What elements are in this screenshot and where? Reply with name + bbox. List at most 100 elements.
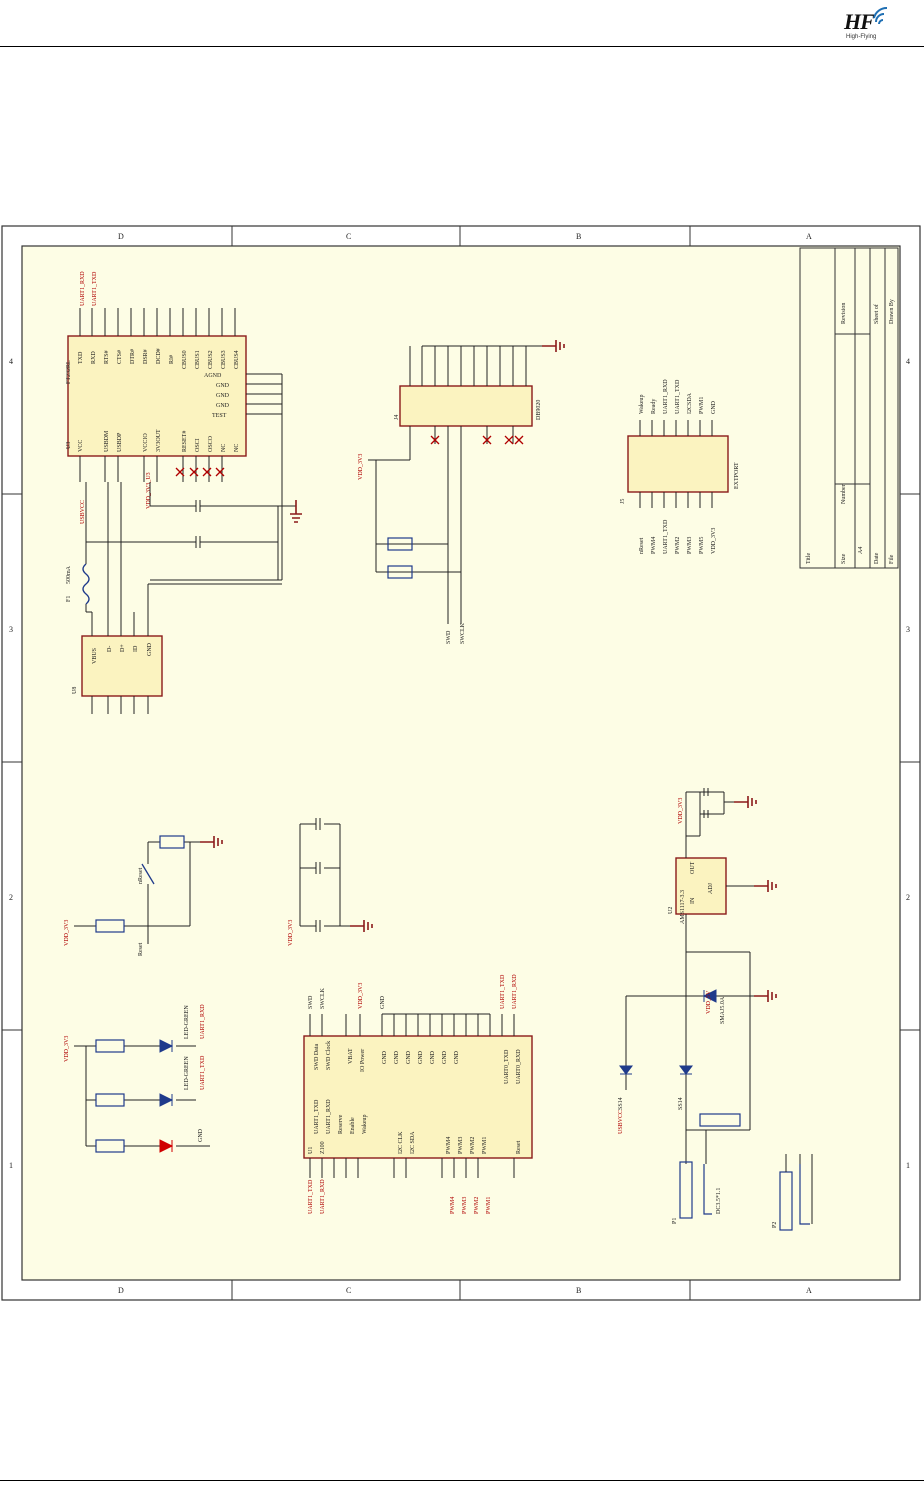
reset-circuit: VDD_3V3 Reset nReset <box>64 835 223 956</box>
connector-p1 <box>679 1161 693 1219</box>
led-green-icon <box>159 1039 174 1053</box>
led-vdd-3v3: VDD_3V3 <box>64 1036 70 1062</box>
u8-pin-id: ID <box>133 645 139 652</box>
drawn-by-label: Drawn By <box>889 299 895 324</box>
u3-pin-usbdm: USBDM <box>104 430 110 452</box>
resistor-r10 <box>95 1039 125 1053</box>
led-red-icon <box>159 1139 174 1153</box>
diode-d5-icon <box>679 1065 693 1075</box>
u8-ref: U8 <box>72 687 78 694</box>
u1-net-txd: UART1_TXD <box>500 974 506 1009</box>
u3-pin-agnd: AGND <box>204 373 222 379</box>
u1-pin-reset: Reset <box>516 1140 522 1154</box>
u1-pin-swd-clock: SWD Clock <box>326 1041 332 1070</box>
u1-pin-swd-data: SWD Data <box>314 1044 320 1070</box>
u2-pin-adj: ADJ <box>708 882 714 894</box>
fuse-icon <box>82 563 90 605</box>
u8-usb: U8 VBUS D- D+ ID GND F1 500mA <box>66 482 282 714</box>
zone-side-4: 4 <box>9 357 13 366</box>
u3-pin-vccio: VCCIO <box>143 433 149 452</box>
resistor-r7 <box>159 835 185 849</box>
power-section: U2 AMS1117-3.3 IN OUT ADJ SS14 SS14 SMAJ… <box>618 788 813 1231</box>
zone-side-4-r: 4 <box>906 357 910 366</box>
u1-net-swd: SWD <box>308 995 314 1009</box>
zone-side-3: 3 <box>9 625 13 634</box>
p2-label: P2 <box>772 1222 778 1228</box>
nreset-net: nReset <box>138 867 144 884</box>
title-label: Title <box>806 553 812 564</box>
j5-name: EXTPORT <box>734 462 740 489</box>
u1-pin-i2c-clk: I2C CLK <box>398 1131 404 1154</box>
u3-pin-dcd: DCD# <box>156 348 162 364</box>
j5-pin-pwm5: PWM5 <box>699 537 705 554</box>
u1-bot-pwm4: PWM4 <box>450 1197 456 1214</box>
u3-pin-cbus4: CBUS4 <box>234 350 240 369</box>
zone-top-b: B <box>576 232 581 241</box>
u3-pin-dsr: DSR# <box>143 349 149 364</box>
u1-pin-pwm2: PWM2 <box>470 1137 476 1154</box>
u3-pin-gnd1: GND <box>216 383 230 389</box>
resistor-r8 <box>95 919 125 933</box>
led1-net: UART1_RXD <box>200 1004 206 1039</box>
j4-ref: J4 <box>394 415 400 420</box>
u3-pin-reset: RESET# <box>182 431 188 452</box>
u1-bot-pwm1: PWM1 <box>486 1197 492 1214</box>
ground-icon <box>542 340 565 352</box>
u3-ft232rl: U3 FT232RL TXD RXD RTS# CTS# DTR# DSR# D… <box>66 271 302 581</box>
u1-pin-uart1-rxd: UART1_RXD <box>326 1099 332 1134</box>
zone-bottom-c: C <box>346 1286 351 1295</box>
decoupling-caps: VDD_3V3 <box>288 818 373 946</box>
zone-bottom-a: A <box>806 1286 812 1295</box>
u1-net-rxd: UART1_RXD <box>512 974 518 1009</box>
j4-connector: J4 DB9020 SWD SWCLK VDD_3V3 <box>358 340 565 644</box>
u2-ref: U2 <box>668 907 674 914</box>
u8-pin-vbus: VBUS <box>92 648 98 664</box>
wifi-icon <box>873 6 888 25</box>
u2-regulator <box>675 857 727 915</box>
u1-pin-gnd7: GND <box>454 1050 460 1064</box>
u3-pin-nc2: NC <box>234 444 240 452</box>
hf-logo: HF High-Flying <box>838 6 898 46</box>
ground-icon <box>350 920 373 932</box>
caps-vdd-3v3: VDD_3V3 <box>288 920 294 946</box>
resistor-r1 <box>699 1113 741 1127</box>
led1-label: LED-GREEN <box>184 1005 190 1039</box>
led2-label: LED-GREEN <box>184 1056 190 1090</box>
schematic: D C B A D C B A 4 3 2 1 4 3 2 1 Title Si… <box>1 225 921 1301</box>
u3-pin-gnd2: GND <box>216 393 230 399</box>
fuse-rating: 500mA <box>66 565 72 584</box>
u1-ref: U1 <box>308 1147 314 1154</box>
zone-side-1-r: 1 <box>906 1161 910 1170</box>
date-label: Date <box>874 552 880 564</box>
u1-pin-reserve: Reserve <box>338 1114 344 1134</box>
resistor-r4 <box>387 537 413 551</box>
logo-mark: HF <box>844 9 875 34</box>
u1-pin-i2c-sda: I2C SDA <box>410 1131 416 1154</box>
zone-side-2-r: 2 <box>906 893 910 902</box>
zone-side-3-r: 3 <box>906 625 910 634</box>
j5-pin-vdd: VDD_3V3 <box>711 528 717 554</box>
led-green-icon <box>159 1093 174 1107</box>
u1-pin-pwm3: PWM3 <box>458 1137 464 1154</box>
reset-net: Reset <box>138 942 144 956</box>
u8-pin-gnd: GND <box>147 642 153 656</box>
d6-label: SS14 <box>618 1097 624 1110</box>
u8-pin-dminus: D- <box>107 646 113 652</box>
u3-pin-ri: RI# <box>169 355 175 364</box>
j5-pin-ready: Ready <box>651 399 657 414</box>
j5-pin-nreset: nReset <box>639 537 645 554</box>
zone-top-a: A <box>806 232 812 241</box>
u1-bot-txd: UART1_TXD <box>308 1179 314 1214</box>
u1-pin-uart0-rxd: UART0_RXD <box>516 1049 522 1084</box>
ground-icon <box>290 500 302 523</box>
u3-pin-usbdp: USBDP <box>117 432 123 452</box>
j4-swd: SWD <box>446 630 452 644</box>
u3-net-rxd: UART1_RXD <box>80 271 86 306</box>
size-label: Size <box>841 553 847 564</box>
reset-vdd-3v3: VDD_3V3 <box>64 920 70 946</box>
u1-bot-pwm2: PWM2 <box>474 1197 480 1214</box>
u1-pin-wakeup: Wakeup <box>362 1114 368 1134</box>
jack-label: DC3.5*1.1 <box>716 1188 722 1214</box>
u3-pin-test: TEST <box>212 413 227 419</box>
u3-pin-gnd3: GND <box>216 403 230 409</box>
